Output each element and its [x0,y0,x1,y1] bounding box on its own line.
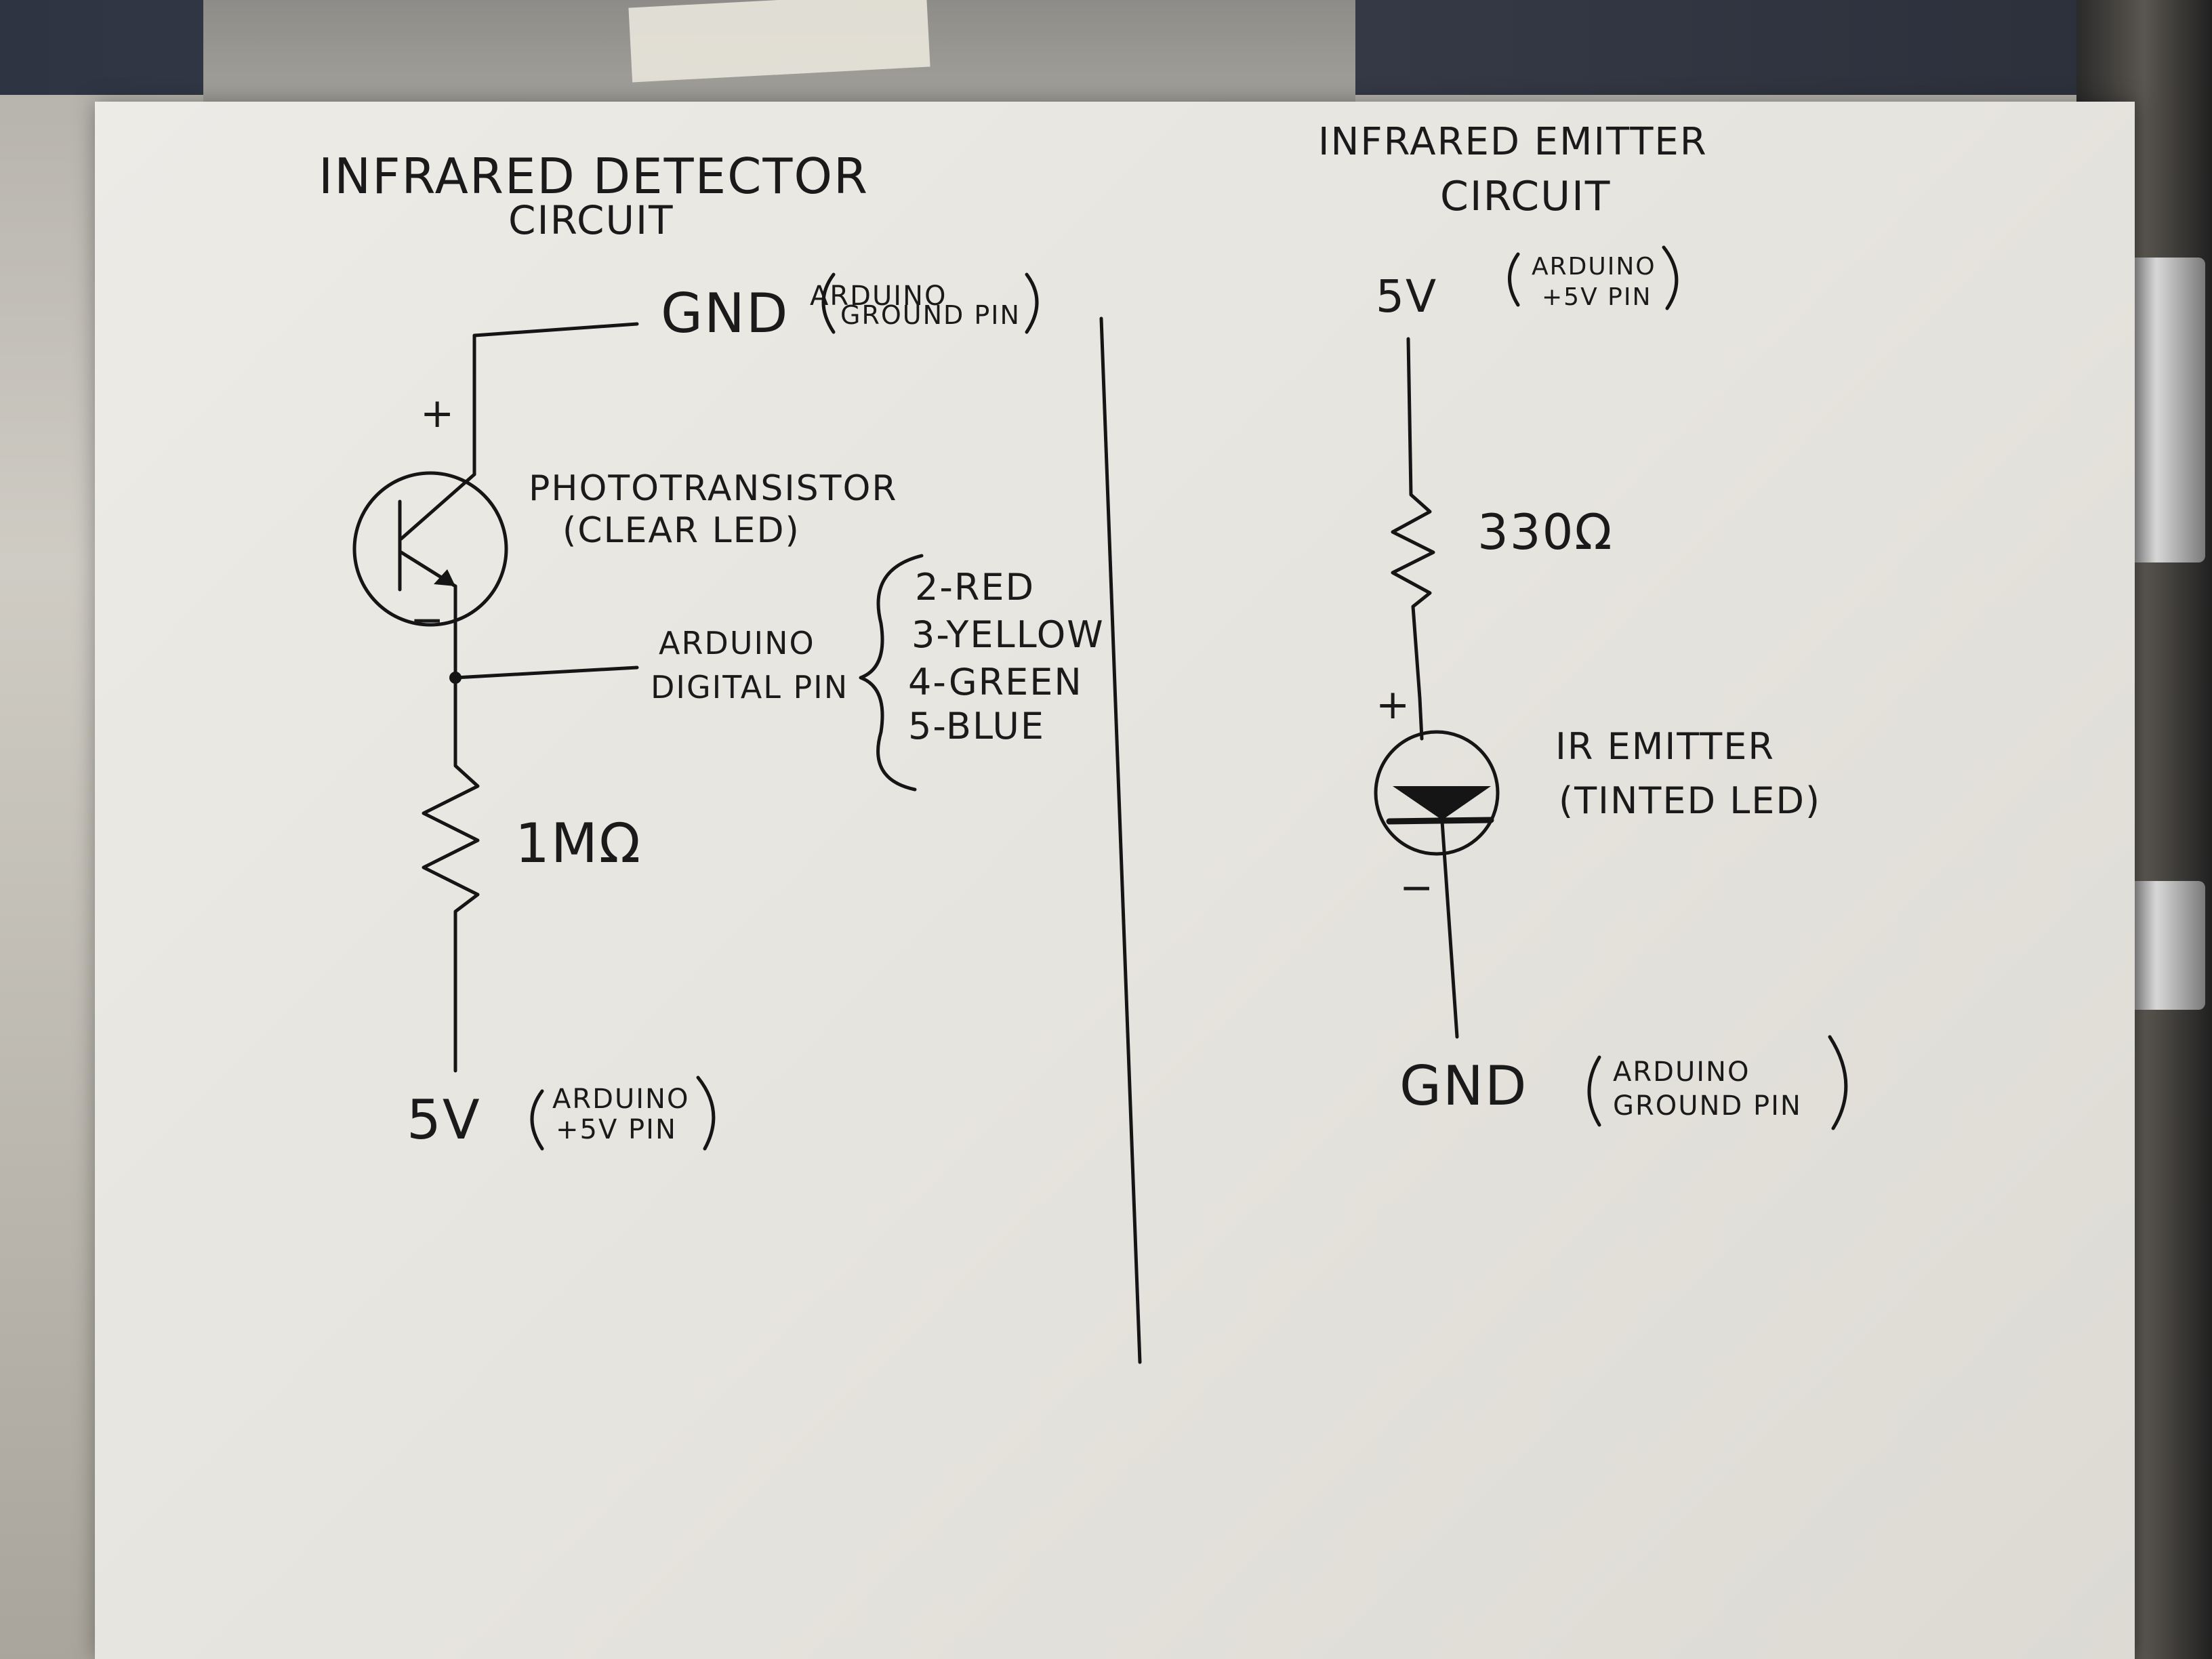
emitter-title-line1: INFRARED EMITTER [1318,120,1708,164]
emitter-led-lead [1418,696,1424,741]
detector-vcc-paren-open [530,1089,544,1151]
detector-resistor-label: 1MΩ [515,812,642,875]
pin-option-red: 2-RED [915,566,1035,609]
emitter-minus-sign: − [1399,864,1435,912]
emitter-vcc-paren-open [1508,252,1520,307]
binder-ring [2124,434,2205,562]
circuit-divider [1099,316,1142,1364]
emitter-label-line2: (TINTED LED) [1559,779,1821,822]
phototransistor-symbol [352,471,508,627]
ir-led-triangle [1393,786,1491,820]
ir-led-symbol [1374,730,1500,856]
detector-vcc-paren-close [696,1076,716,1151]
detector-title-line2: CIRCUIT [508,197,674,243]
emitter-gnd-paren-open [1587,1055,1601,1127]
detector-title-line1: INFRARED DETECTOR [319,148,869,205]
detector-gnd-label: GND [661,282,789,345]
pin-option-green: 4-GREEN [908,661,1083,703]
emitter-gnd-note-line1: ARDUINO [1613,1057,1750,1088]
emitter-lower-wire [1440,819,1459,1039]
binder-ring [2124,258,2205,461]
pin-label-line1: ARDUINO [659,625,815,661]
emitter-gnd-label: GND [1399,1054,1528,1118]
pin-option-yellow: 3-YELLOW [912,613,1105,656]
binder-ring [2124,881,2205,1010]
pin-option-blue: 5-BLUE [908,705,1045,747]
detector-gnd-note-line1: ARDUINO [810,281,947,312]
emitter-vcc-note-line2: +5V PIN [1542,283,1652,311]
emitter-plus-sign: + [1376,681,1411,729]
detector-plus-sign: + [420,390,455,437]
emitter-vcc-note-line1: ARDUINO [1532,253,1656,281]
pin-label-line2: DIGITAL PIN [651,669,848,705]
emitter-label-line1: IR EMITTER [1555,725,1775,768]
detector-gnd-wire [472,322,639,337]
emitter-vcc-label: 5V [1376,270,1437,323]
detector-resistor [422,676,480,1073]
emitter-title-line2: CIRCUIT [1440,173,1611,220]
detector-circuit: INFRARED DETECTOR CIRCUIT GND ARDUINO AR… [319,148,1105,1151]
detector-gnd-note-paren-close [1025,272,1039,334]
detector-minus-sign: − [410,596,445,644]
emitter-vcc-paren-close [1662,245,1679,310]
phototransistor-label-line2: (CLEAR LED) [562,510,800,551]
detector-gnd-note-line2: GROUND PIN [840,300,1021,330]
emitter-resistor [1391,337,1435,700]
phototransistor-arrow [434,569,455,586]
detector-vcc-note-line2: +5V PIN [556,1114,677,1145]
detector-pin-wire [453,665,639,680]
phototransistor-label-line1: PHOTOTRANSISTOR [529,468,898,509]
paper-sheet [95,102,2135,1659]
emitter-gnd-note-line2: GROUND PIN [1613,1090,1802,1122]
detector-gnd-note-paren-open [821,272,836,334]
emitter-circuit: INFRARED EMITTER CIRCUIT 5V ARDUINO +5V … [1318,120,1848,1130]
pin-options-brace [859,554,924,792]
detector-vcc-note-line1: ARDUINO [552,1084,689,1115]
emitter-gnd-paren-close [1828,1035,1848,1130]
emitter-resistor-label: 330Ω [1477,504,1613,560]
detector-vcc-label: 5V [407,1088,481,1151]
ir-led-bar [1386,817,1494,825]
phototransistor-collector [399,472,476,541]
